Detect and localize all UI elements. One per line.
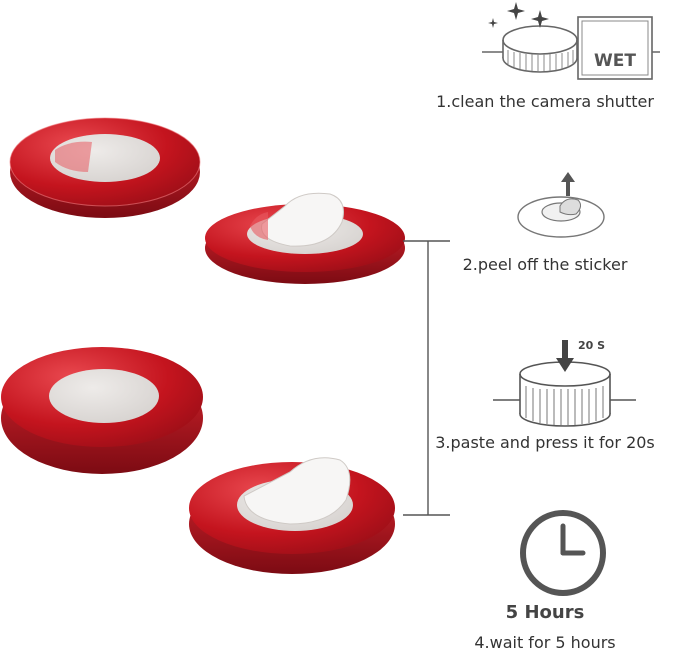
red-disc-3 (1, 347, 203, 474)
step-2-caption: 2.peel off the sticker (462, 255, 628, 274)
wet-badge: WET (594, 51, 636, 71)
clean-shutter-icon: WET (482, 2, 660, 80)
bracket-line (403, 240, 450, 516)
peel-sticker-icon (517, 172, 605, 238)
red-disc-2 (205, 192, 405, 284)
red-disc-1 (9, 117, 201, 218)
step-1-caption: 1.clean the camera shutter (436, 92, 654, 111)
clock-icon (520, 510, 606, 596)
press-icon: 20 S (493, 339, 636, 427)
red-disc-4 (189, 457, 395, 574)
wait-time-badge: 5 Hours (505, 602, 585, 623)
press-time-badge: 20 S (578, 339, 605, 352)
step-4-caption: 4.wait for 5 hours (474, 633, 616, 652)
step-3-caption: 3.paste and press it for 20s (435, 433, 655, 452)
